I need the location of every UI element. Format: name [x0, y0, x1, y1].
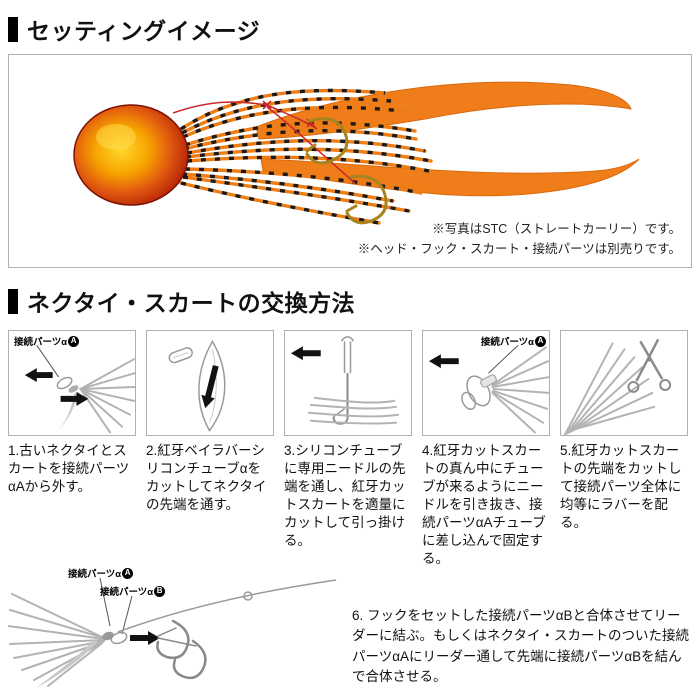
- connector-part: [56, 376, 79, 393]
- step4-text: 4.紅牙カットスカートの真ん中にチューブが来るようにニードルを引き抜き、接続パー…: [422, 443, 546, 567]
- connector-a-label-text: 接続パーツα: [68, 569, 122, 580]
- lure-hooks: [305, 117, 388, 225]
- skirt-strands: [491, 346, 549, 434]
- arrow-left-icon: [24, 368, 53, 383]
- step1-text: 1.古いネクタイとスカートを接続パーツαAから外す。: [8, 443, 130, 495]
- step5-illustration: [560, 330, 688, 436]
- step-4: 接続パーツα A: [422, 330, 550, 569]
- step5-text: 5.紅牙カットスカートの先端をカットして接続パーツ全体に均等にラバーを配る。: [560, 443, 682, 531]
- photo-caption-line2: ※ヘッド・フック・スカート・接続パーツは別売りです。: [357, 241, 681, 256]
- skirt-strands: [8, 593, 105, 687]
- setting-image-title: セッティングイメージ: [27, 18, 261, 44]
- lure-head: [73, 104, 189, 206]
- scissors-icon: [627, 338, 672, 393]
- step2-illustration: [146, 330, 274, 436]
- connector-b-label-text: 接続パーツα: [100, 587, 154, 598]
- step-3: 3.シリコンチューブに専用ニードルの先端を通し、紅牙カットスカートを適量にカット…: [284, 330, 412, 569]
- silicone-tube: [168, 347, 193, 364]
- connector-label: 接続パーツα A: [14, 334, 80, 348]
- connector-part: [102, 631, 128, 645]
- arrow-right-icon: [60, 391, 89, 406]
- step-5: 5.紅牙カットスカートの先端をカットして接続パーツ全体に均等にラバーを配る。: [560, 330, 688, 569]
- replacement-title: ネクタイ・スカートの交換方法: [27, 290, 356, 316]
- step1-illustration: 接続パーツα A: [8, 330, 136, 436]
- lure-illustration: [73, 81, 640, 225]
- badge-a-icon: A: [535, 335, 546, 347]
- connector-label-text: 接続パーツα: [480, 337, 534, 348]
- product-photo-box: ※写真はSTC（ストレートカーリー）です。 ※ヘッド・フック・スカート・接続パー…: [8, 54, 692, 268]
- arrow-down-icon: [201, 365, 219, 409]
- step-1: 接続パーツα A: [8, 330, 136, 569]
- step4-illustration: 接続パーツα A: [422, 330, 550, 436]
- badge-a-icon: A: [122, 567, 134, 579]
- step6-text: 6. フックをセットした接続パーツαBと合体させてリーダーに結ぶ。もしくはネクタ…: [352, 608, 689, 684]
- step-6: 接続パーツα A 接続パーツα B: [8, 566, 692, 698]
- leader-knot: [243, 591, 253, 601]
- step-2: 2.紅牙ベイラバーシリコンチューブαをカットしてネクタイの先端を通す。: [146, 330, 274, 569]
- arrow-left-icon: [428, 354, 459, 369]
- setting-image-header: セッティングイメージ: [8, 12, 692, 46]
- connector-b-label: 接続パーツα B: [100, 584, 166, 598]
- necktie-blade: [54, 392, 79, 434]
- badge-b-icon: B: [154, 585, 166, 597]
- step2-text: 2.紅牙ベイラバーシリコンチューブαをカットしてネクタイの先端を通す。: [146, 443, 267, 513]
- silicone-tube: [340, 336, 355, 374]
- connector-label: 接続パーツα A: [481, 334, 546, 348]
- skirt-strands: [563, 342, 656, 435]
- step3-text: 3.シリコンチューブに専用ニードルの先端を通し、紅牙カットスカートを適量にカット…: [284, 443, 406, 549]
- header-bar: [8, 16, 18, 42]
- header-bar: [8, 288, 18, 314]
- hooks: [156, 619, 207, 680]
- arrow-right-icon: [130, 631, 160, 645]
- photo-captions: ※写真はSTC（ストレートカーリー）です。 ※ヘッド・フック・スカート・接続パー…: [358, 220, 681, 259]
- steps-row: 接続パーツα A: [8, 330, 692, 569]
- connector-a-label: 接続パーツα A: [68, 566, 134, 580]
- badge-a-icon: A: [68, 335, 80, 347]
- skirt-strands: [307, 396, 400, 425]
- silicone-tube: [480, 374, 497, 388]
- leader-line: [117, 579, 337, 633]
- step3-illustration: [284, 330, 412, 436]
- skirt-strands: [79, 358, 135, 434]
- connector-label-text: 接続パーツα: [14, 337, 68, 348]
- photo-caption-line1: ※写真はSTC（ストレートカーリー）です。: [432, 222, 681, 237]
- step6-illustration: 接続パーツα A 接続パーツα B: [8, 566, 340, 698]
- replacement-header: ネクタイ・スカートの交換方法: [8, 284, 692, 318]
- necktie-blade: [36, 640, 98, 688]
- arrow-left-icon: [290, 346, 321, 361]
